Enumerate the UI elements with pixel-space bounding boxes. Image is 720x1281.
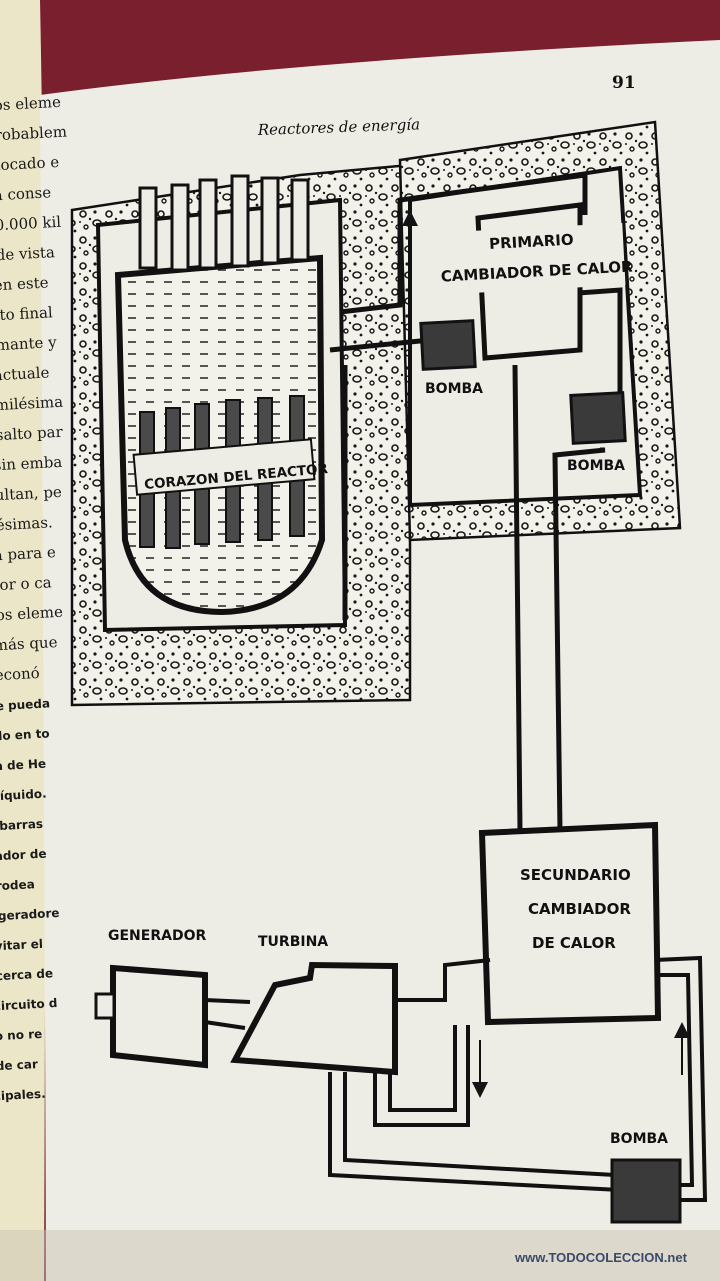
pump-3 — [610, 1158, 682, 1224]
pump-1-label: BOMBA — [425, 381, 483, 397]
generator-label: GENERADOR — [108, 928, 206, 944]
left-page-line: líquido. — [0, 787, 47, 804]
left-page-line: de car — [0, 1057, 38, 1073]
pump-3-label: BOMBA — [610, 1131, 668, 1147]
left-page-line: sin emba — [0, 453, 63, 475]
secondary-label-3: DE CALOR — [532, 934, 616, 952]
left-page-line: en este — [0, 273, 49, 294]
left-page-line: milésima — [0, 393, 64, 415]
left-page-line: econó — [0, 664, 40, 684]
secondary-label-1: SECUNDARIO — [520, 866, 631, 884]
pump-2 — [569, 391, 627, 445]
reactor-vessel: CORAZON DEL REACTOR — [95, 174, 348, 633]
left-page-line: 0.000 kil — [0, 213, 62, 234]
left-page-line: actuale — [0, 363, 50, 384]
pump-2-label: BOMBA — [567, 458, 625, 474]
secondary-heat-exchanger: SECUNDARIO CAMBIADOR DE CALOR — [478, 821, 662, 1026]
left-page-line: cerca de — [0, 966, 53, 983]
left-page-line: os eleme — [0, 603, 63, 624]
left-page-line: (barras — [0, 817, 43, 834]
left-page-text: os eleme robablem locado e a conse 0.000 kil… — [0, 93, 67, 1103]
left-page-line: igeradore — [0, 906, 60, 923]
left-page-line: o no re — [0, 1027, 43, 1043]
left-page-line: e pueda — [0, 696, 50, 713]
left-page-line: ultan, pe — [0, 483, 62, 504]
left-page-line: a para e — [0, 543, 56, 564]
left-page-line: do en to — [0, 726, 50, 743]
left-page-line: a conse — [0, 183, 52, 204]
pump-1 — [419, 319, 477, 371]
left-page-line: de vista — [0, 243, 55, 264]
left-page-line: a de He — [0, 757, 46, 774]
left-page-line: ador de — [0, 847, 47, 864]
running-head: Reactores de energía — [257, 115, 421, 139]
secondary-loop-pipes — [328, 955, 708, 1202]
turbine-label: TURBINA — [258, 934, 328, 950]
primary-heat-exchanger: PRIMARIO CAMBIADOR DE CALOR — [430, 202, 633, 361]
left-page-line: más que — [0, 633, 58, 654]
left-page-line: robablem — [0, 122, 67, 144]
left-page-line: salto par — [0, 423, 64, 445]
secondary-label-2: CAMBIADOR — [528, 900, 631, 918]
left-page-line: os eleme — [0, 93, 61, 114]
page-number: 91 — [612, 73, 636, 93]
watermark: www.TODOCOLECCION.net — [514, 1250, 688, 1265]
left-page-line: circuito d — [0, 996, 58, 1013]
left-page-line: vitar el — [0, 937, 43, 953]
control-rods — [138, 174, 310, 272]
left-page-line: mante y — [0, 333, 58, 354]
left-page-line: ior o ca — [0, 573, 52, 594]
left-page — [0, 0, 46, 1281]
left-page-line: locado e — [0, 153, 60, 174]
left-page-line: ésimas. — [0, 513, 53, 534]
left-page-line: lto final — [0, 303, 53, 324]
primary-label-1: PRIMARIO — [489, 231, 574, 253]
turbine: TURBINA — [230, 934, 398, 1076]
left-page-line: rodea — [0, 877, 35, 893]
left-page-line: cipales. — [0, 1087, 46, 1104]
generator: GENERADOR — [94, 928, 251, 1069]
